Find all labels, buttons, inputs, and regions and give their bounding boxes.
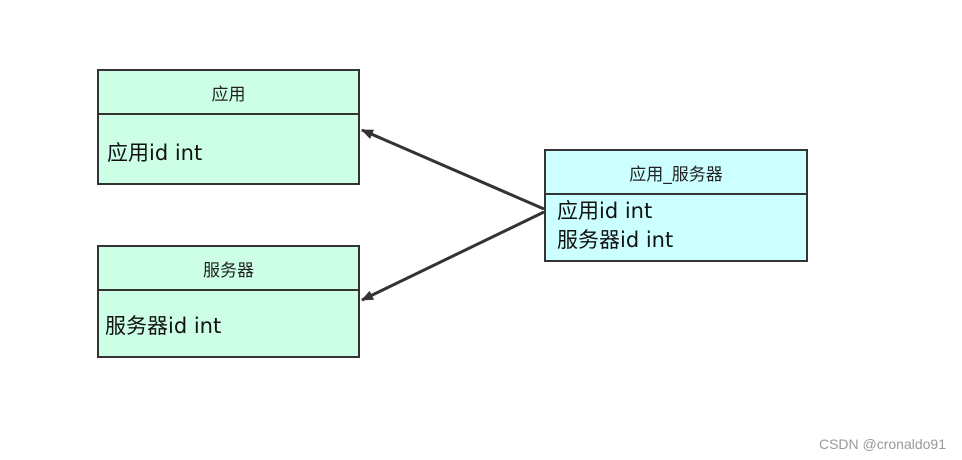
attribute: 服务器id int <box>105 314 222 338</box>
entity-server[interactable]: 服务器 服务器id int <box>97 245 360 358</box>
attribute: 服务器id int <box>557 228 674 252</box>
entity-app-title: 应用 <box>99 71 358 115</box>
entity-app-server[interactable]: 应用_服务器 应用id int 服务器id int <box>544 149 808 262</box>
entity-server-title: 服务器 <box>99 247 358 291</box>
entity-app-attributes: 应用id int <box>99 115 358 167</box>
entity-server-attributes: 服务器id int <box>99 291 358 340</box>
attribute: 应用id int <box>107 141 203 165</box>
attribute: 应用id int <box>557 199 653 223</box>
entity-app[interactable]: 应用 应用id int <box>97 69 360 185</box>
entity-app-server-title: 应用_服务器 <box>546 151 806 195</box>
arrow-app-server-to-app <box>361 128 545 211</box>
watermark: CSDN @cronaldo91 <box>818 436 946 452</box>
entity-app-server-attributes: 应用id int 服务器id int <box>546 195 806 255</box>
arrow-app-server-to-server <box>361 210 545 302</box>
